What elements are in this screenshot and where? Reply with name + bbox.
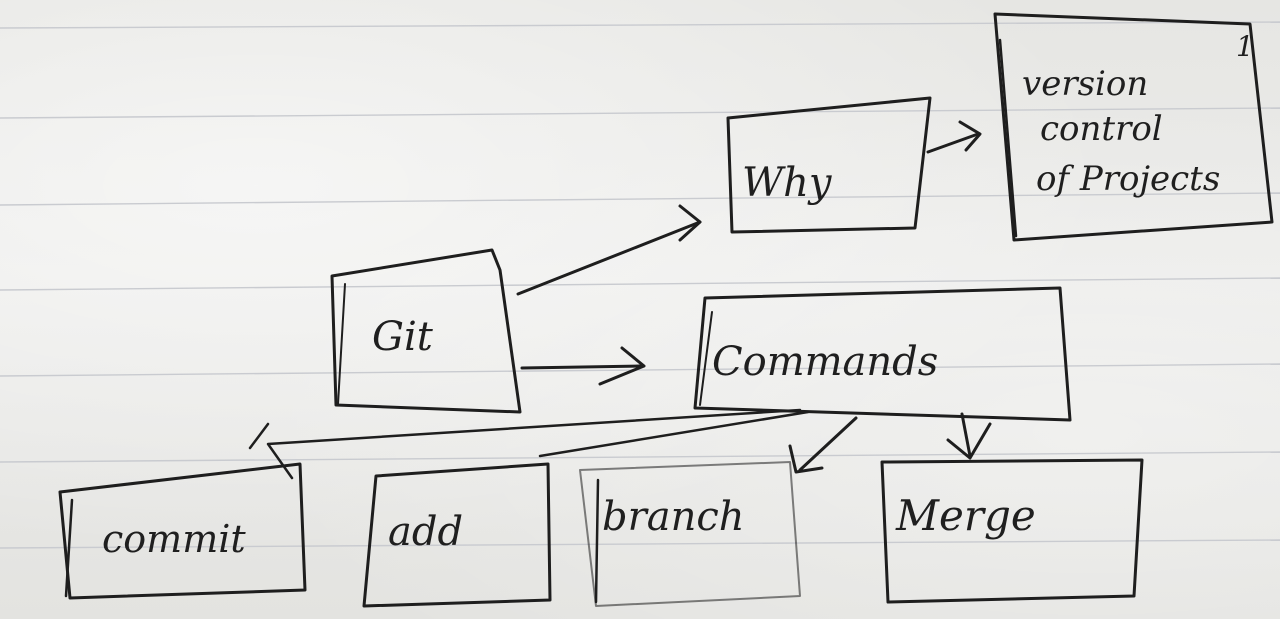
arrow-why-to-version-control — [926, 132, 980, 154]
add-node: add — [362, 462, 552, 608]
merge-label: Merge — [895, 491, 1036, 540]
why-node: Why — [726, 96, 932, 234]
branch-node: branch — [579, 461, 801, 607]
version-control-line-3: of Projects — [1036, 159, 1220, 199]
arrow-commands-to-branch — [798, 416, 858, 472]
commit-node: commit — [58, 462, 307, 600]
branch-label: branch — [602, 494, 745, 540]
arrow-git-to-why — [516, 220, 702, 296]
arrow-git-to-commands — [520, 364, 642, 370]
git-node: Git — [330, 248, 522, 414]
version-control-node: version control of Projects 1 — [993, 12, 1274, 242]
commit-label: commit — [102, 517, 246, 561]
arrow-commands-to-add — [538, 410, 810, 458]
connectors — [248, 120, 992, 480]
arrow-commands-to-commit — [266, 408, 802, 480]
commands-label: Commands — [712, 339, 938, 385]
add-label: add — [388, 509, 463, 555]
version-control-line-2: control — [1040, 109, 1163, 149]
why-label: Why — [742, 160, 833, 206]
arrow-commands-to-merge — [960, 412, 972, 458]
merge-node: Merge — [880, 458, 1144, 604]
page-corner-mark: 1 — [1236, 30, 1254, 63]
git-label: Git — [372, 314, 434, 360]
ruled-lines — [0, 21, 1280, 549]
commands-node: Commands — [693, 286, 1072, 422]
version-control-line-1: version — [1022, 64, 1148, 104]
